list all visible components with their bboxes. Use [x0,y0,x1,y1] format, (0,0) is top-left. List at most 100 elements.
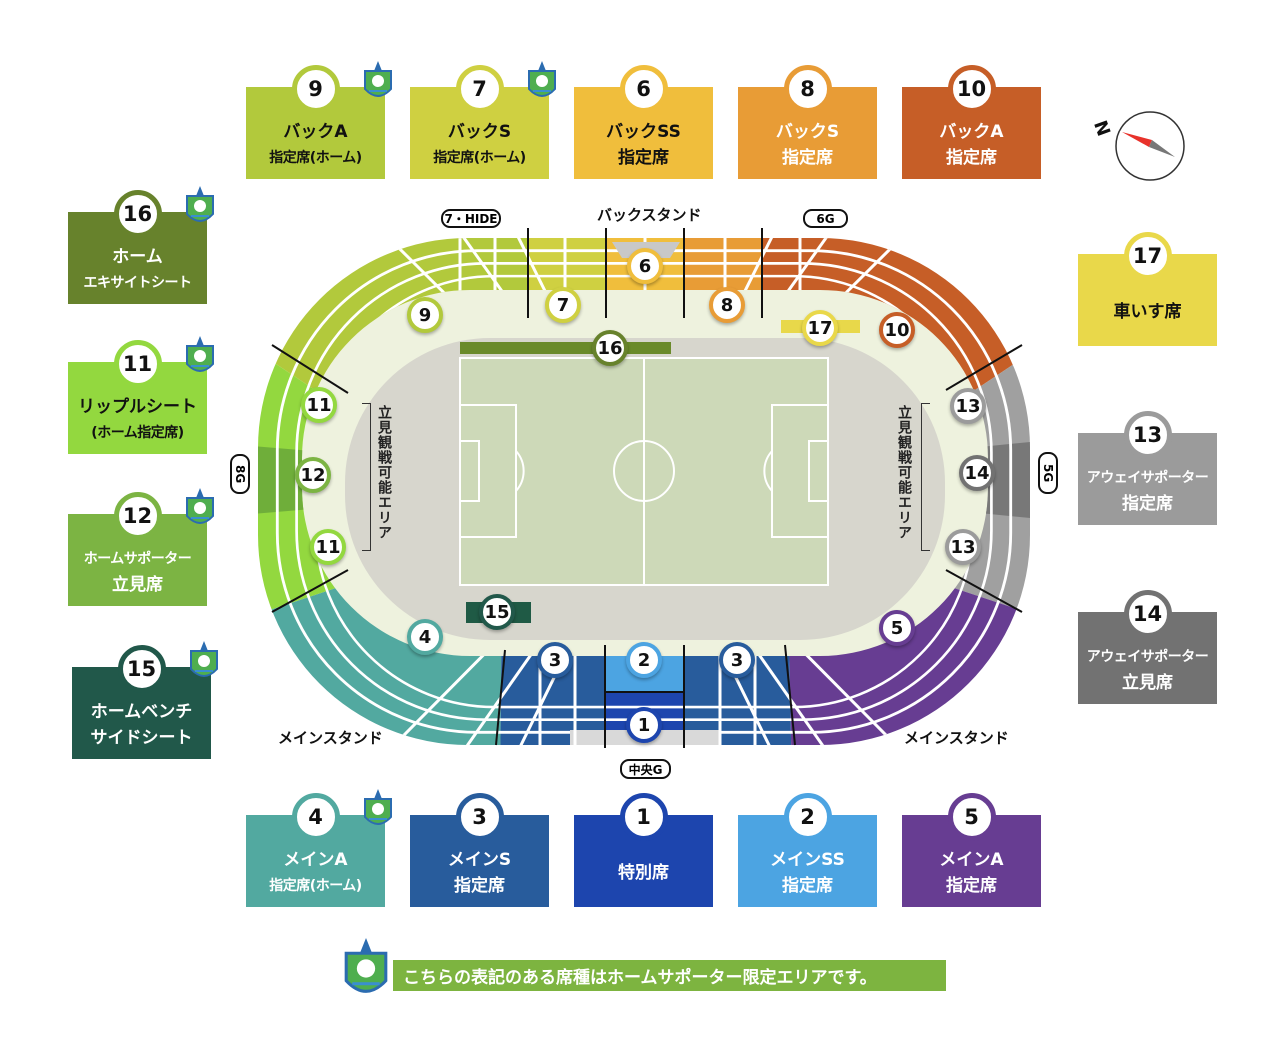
back-stand-label: バックスタンド [597,206,702,224]
seat-card-line2: 指定席 [1122,494,1173,514]
map-section-badge-16[interactable]: 16 [592,330,628,366]
seat-number-badge: 1 [619,793,668,841]
map-section-badge-11[interactable]: 11 [301,387,337,423]
map-section-badge-6[interactable]: 6 [627,248,663,284]
home-only-notice: こちらの表記のある席種はホームサポーター限定エリアです。 [393,960,946,991]
seat-number-badge: 8 [783,65,832,113]
seat-card-2[interactable]: 2 メインSS 指定席 [738,793,877,907]
standing-area-right: 立見観戦可能エリア [896,405,912,540]
seat-number-badge: 6 [619,65,668,113]
seat-number-badge: 7 [455,65,504,113]
seat-card-line2: 立見席 [1122,673,1173,693]
home-crest-icon [183,186,217,228]
map-section-badge-8[interactable]: 8 [709,287,745,323]
seat-card-line2: エキサイトシート [83,275,193,291]
seat-card-line1: ホームサポーター [83,551,192,567]
seat-card-10[interactable]: 10 バックA 指定席 [902,65,1041,179]
map-section-badge-1[interactable]: 1 [626,707,662,743]
main-stand-right-label: メインスタンド [904,729,1009,747]
seat-number-badge: 10 [947,65,996,113]
home-crest-icon [183,488,217,530]
map-section-badge-3[interactable]: 3 [537,642,573,678]
seat-number-badge: 12 [113,492,162,540]
map-section-badge-7[interactable]: 7 [545,287,581,323]
seat-card-line2: (ホーム指定席) [91,425,184,441]
seat-card-line1: バックA [939,122,1004,142]
map-section-badge-17[interactable]: 17 [802,310,838,346]
map-section-badge-13[interactable]: 13 [945,529,981,565]
map-section-badge-3[interactable]: 3 [719,642,755,678]
seat-card-line1: リップルシート [78,397,197,417]
home-crest-icon [361,789,395,831]
seat-card-line2: 指定席(ホーム) [269,150,362,166]
seat-card-line1: バックS [447,122,512,142]
seat-number-badge: 13 [1123,411,1172,459]
seat-card-line2: 指定席 [946,148,997,168]
home-crest-icon [183,336,217,378]
gate-8g: 8G [230,454,250,494]
seat-number-badge: 4 [291,793,340,841]
seat-number-badge: 3 [455,793,504,841]
map-section-badge-14[interactable]: 14 [959,455,995,491]
seat-card-line1: アウェイサポーター [1086,470,1209,486]
map-section-badge-10[interactable]: 10 [879,312,915,348]
map-section-badge-2[interactable]: 2 [626,642,662,678]
seat-card-line2: 立見席 [112,575,163,595]
seat-card-12[interactable]: 12 ホームサポーター立見席 [68,488,214,606]
seat-card-14[interactable]: 14 アウェイサポーター立見席 [1078,590,1217,704]
seat-card-line1: 車いす席 [1113,302,1182,322]
seat-card-5[interactable]: 5 メインA 指定席 [902,793,1041,907]
seat-number-badge: 2 [783,793,832,841]
seat-number-badge: 16 [113,190,162,238]
seat-card-line1: メインA [939,850,1004,870]
gate-6g: 6G [803,209,848,228]
seat-card-11[interactable]: 11 リップルシート (ホーム指定席) [68,336,214,454]
seat-number-badge: 14 [1123,590,1172,638]
seat-card-line1: ホームベンチ [90,702,193,722]
home-crest-icon [361,61,395,103]
pitch [459,357,829,586]
seat-number-badge: 17 [1123,232,1172,280]
seat-card-line1: メインSS [770,850,845,870]
seat-number-badge: 5 [947,793,996,841]
map-section-badge-5[interactable]: 5 [879,610,915,646]
area-16-strip [460,342,671,354]
seat-card-line2: 指定席 [618,148,669,168]
seat-card-13[interactable]: 13 アウェイサポーター指定席 [1078,411,1217,525]
map-section-badge-9[interactable]: 9 [407,297,443,333]
seat-card-line1: メインS [447,850,512,870]
map-section-badge-11[interactable]: 11 [310,529,346,565]
bracket-right [921,403,930,551]
section-dividers [271,228,1023,748]
compass-icon [1115,111,1185,181]
seat-card-line1: アウェイサポーター [1086,649,1209,665]
home-crest-icon [340,938,392,1002]
seat-card-17[interactable]: 17 車いす席 [1078,232,1217,346]
map-section-badge-12[interactable]: 12 [295,457,331,493]
map-section-badge-4[interactable]: 4 [407,619,443,655]
seat-card-4[interactable]: 4 メインA 指定席(ホーム) [246,789,392,907]
seat-card-line1: バックS [775,122,840,142]
seat-number-badge: 11 [113,340,162,388]
seat-card-line2: 指定席 [946,876,997,896]
gate-7-hide: 7・HIDE [441,209,501,228]
seat-card-line2: 指定席 [782,876,833,896]
home-crest-icon [525,61,559,103]
seat-card-line2: サイドシート [90,728,193,748]
gate-5g: 5G [1038,452,1058,494]
map-section-badge-13[interactable]: 13 [950,388,986,424]
seat-card-line1: メインA [283,850,348,870]
seat-card-line2: 指定席(ホーム) [269,878,362,894]
gate-center: 中央G [620,759,671,779]
main-stand-left-label: メインスタンド [278,729,383,747]
map-section-badge-15[interactable]: 15 [479,594,515,630]
bracket-left [362,403,371,551]
